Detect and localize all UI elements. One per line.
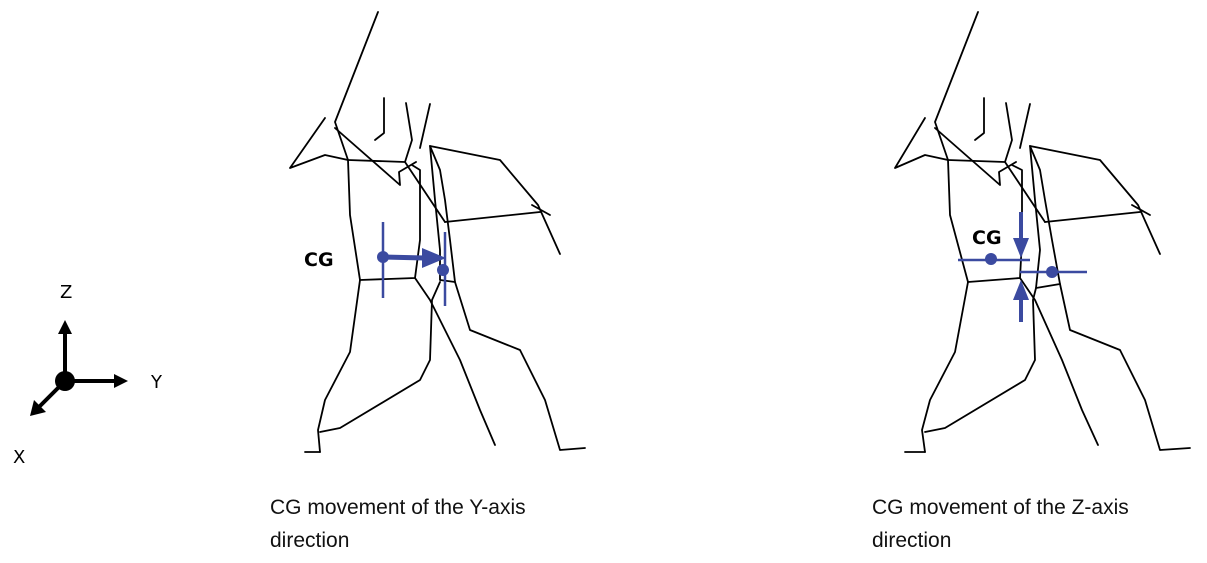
caption-z-axis: CG movement of the Z-axis direction: [872, 491, 1192, 557]
z-axis-label: Z: [60, 282, 72, 303]
cg-point-start: [985, 253, 997, 265]
y-arrowhead: [114, 374, 128, 388]
cg-label-left: CG: [304, 249, 334, 271]
y-axis-label: Y: [150, 372, 163, 393]
z-arrowhead: [58, 320, 72, 334]
cg-point-start: [377, 251, 389, 263]
cg-point-end: [437, 264, 449, 276]
axes-origin: [55, 371, 75, 391]
cg-marker-left: CG: [304, 222, 449, 306]
cg-arrow-up: [1013, 280, 1029, 300]
cg-arrow-down: [1013, 238, 1029, 258]
coordinate-axes: Z Y X: [13, 282, 163, 468]
stick-figure-right: [895, 12, 1190, 452]
cg-label-right: CG: [972, 227, 1002, 249]
cg-point-end: [1046, 266, 1058, 278]
x-axis-label: X: [13, 447, 25, 468]
stick-figure-left: [290, 12, 585, 452]
caption-y-axis: CG movement of the Y-axis direction: [270, 491, 590, 557]
cg-marker-right: CG: [958, 212, 1087, 322]
